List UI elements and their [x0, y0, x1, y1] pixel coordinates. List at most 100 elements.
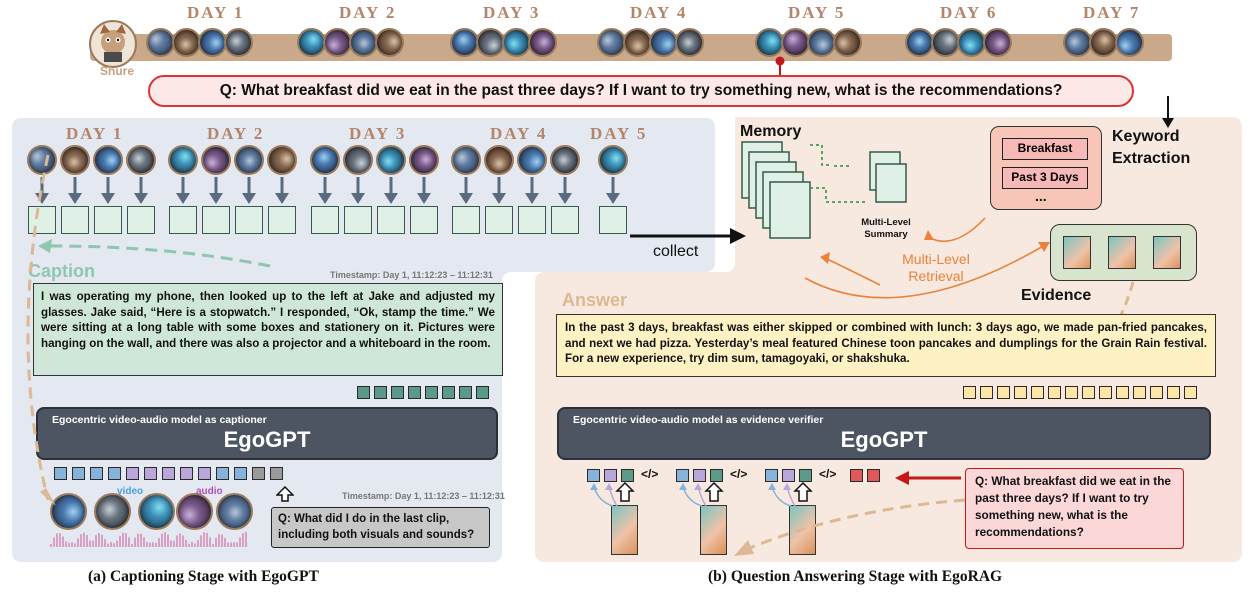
timeline-frame: [224, 28, 253, 57]
waveform-bar: [218, 534, 220, 547]
captioner-token: [180, 467, 193, 480]
verifier-token: [693, 469, 706, 482]
answer-token: [1099, 386, 1112, 399]
caption-frame: [310, 145, 340, 175]
waveform-bar: [56, 533, 58, 547]
waveform-bar: [173, 540, 175, 547]
answer-section-label: Answer: [562, 290, 628, 310]
waveform-bar: [164, 532, 166, 547]
timeline-frame: [502, 28, 531, 57]
video-frame: [138, 493, 175, 530]
waveform-bar: [203, 532, 205, 547]
caption-slot: [202, 206, 230, 234]
caption-frame: [168, 145, 198, 175]
caption-slot: [452, 206, 480, 234]
waveform-bar: [194, 543, 196, 547]
timeline-frame: [675, 28, 704, 57]
retrieval-arrows: [804, 217, 1050, 299]
separator-token: </>: [819, 467, 837, 481]
stage-a-title: (a) Captioning Stage with EgoGPT: [88, 568, 319, 585]
caption-slot: [344, 206, 372, 234]
video-frame: [216, 493, 253, 530]
caption-frame: [376, 145, 406, 175]
video-feed-arrow: [26, 154, 56, 506]
frame-down-arrow: [523, 177, 541, 205]
captioner-token: [144, 467, 157, 480]
waveform-bar: [98, 533, 100, 547]
waveform-bar: [152, 542, 154, 547]
timeline-frame: [323, 28, 352, 57]
frame-down-arrow: [316, 177, 334, 205]
waveform-bar: [245, 531, 247, 547]
timeline-frame: [983, 28, 1012, 57]
question-feed-arrow: [895, 471, 961, 485]
frame-down-arrow: [273, 177, 291, 205]
frame-down-arrow: [415, 177, 433, 205]
verifier-token: [867, 469, 880, 482]
answer-token: [1048, 386, 1061, 399]
answer-token: [1133, 386, 1146, 399]
question-up-arrow: [276, 486, 294, 502]
evidence-label: Evidence: [1021, 287, 1092, 304]
waveform-bar: [110, 542, 112, 547]
video-frame: [176, 493, 213, 530]
verifier-token: [604, 469, 617, 482]
timeline-frame: [833, 28, 862, 57]
answer-token: [1116, 386, 1129, 399]
caption-feedback-arrow: [38, 239, 271, 268]
verifier-token: [765, 469, 778, 482]
keyword-title: Keyword Extraction: [1112, 128, 1191, 167]
verifier-token: [621, 469, 634, 482]
summary-label: Multi-Level Summary: [861, 217, 911, 240]
verifier-model-box: Egocentric video-audio model as evidence…: [557, 407, 1211, 460]
waveform-bar: [74, 543, 76, 547]
timeline-day-4: DAY 4: [630, 3, 688, 22]
top-question-box: Q: What breakfast did we eat in the past…: [148, 75, 1134, 107]
timeline-frame: [1089, 28, 1118, 57]
waveform-bar: [170, 540, 172, 547]
waveform-bar: [53, 537, 55, 547]
timeline-day-5: DAY 5: [788, 3, 846, 22]
timeline-frame: [781, 28, 810, 57]
caption-slot: [410, 206, 438, 234]
caption-frame: [598, 145, 628, 175]
waveform-bar: [59, 533, 61, 547]
caption-token: [425, 386, 438, 399]
waveform-bar: [71, 542, 73, 547]
captioner-token: [216, 467, 229, 480]
caption-token: [476, 386, 489, 399]
timeline-day-7: DAY 7: [1083, 3, 1141, 22]
captioner-token: [252, 467, 265, 480]
waveform-bar: [155, 542, 157, 547]
verifier-token: [799, 469, 812, 482]
timeline-frame: [1115, 28, 1144, 57]
frame-down-arrow: [490, 177, 508, 205]
evidence-card: [611, 505, 638, 555]
answer-token: [997, 386, 1010, 399]
caption-token: [442, 386, 455, 399]
frame-down-arrow: [174, 177, 192, 205]
captioner-token: [90, 467, 103, 480]
waveform-bar: [80, 534, 82, 547]
frame-down-arrow: [66, 177, 84, 205]
caption-token: [408, 386, 421, 399]
timeline-day-1: DAY 1: [187, 3, 245, 22]
question-down-arrow: [1162, 96, 1174, 128]
waveform-bar: [137, 533, 139, 547]
frame-down-arrow: [382, 177, 400, 205]
caption-frame: [93, 145, 123, 175]
waveform-bar: [101, 534, 103, 547]
caption-slot: [377, 206, 405, 234]
waveform-bar: [77, 538, 79, 547]
answer-token: [1065, 386, 1078, 399]
waveform-bar: [68, 542, 70, 547]
audio-waveform: [50, 531, 247, 547]
waveform-bar: [140, 533, 142, 547]
answer-token: [1031, 386, 1044, 399]
waveform-bar: [149, 542, 151, 547]
caption-slot: [235, 206, 263, 234]
caption-frame: [60, 145, 90, 175]
waveform-bar: [239, 537, 241, 547]
timeline-frame: [1063, 28, 1092, 57]
caption-frame: [409, 145, 439, 175]
